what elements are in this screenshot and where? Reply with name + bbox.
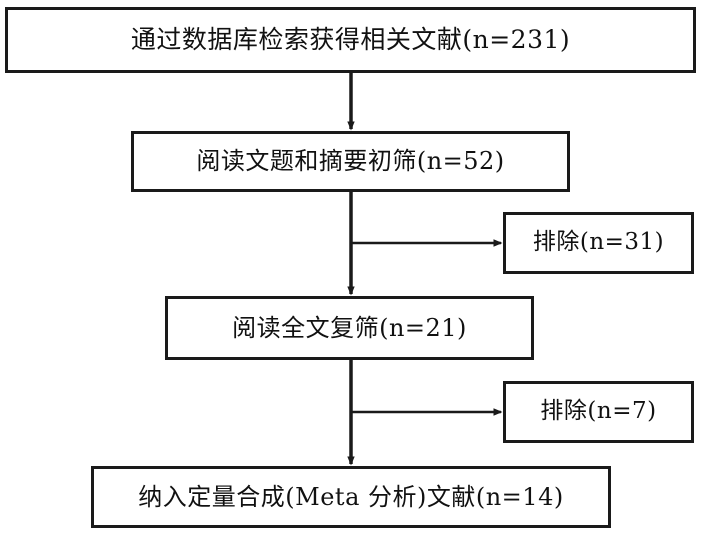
node-exclusion-second-round-label: 排除(n=7) [540, 398, 657, 425]
node-database-search-label: 通过数据库检索获得相关文献(n=231) [130, 25, 571, 55]
node-exclusion-first-round-label: 排除(n=31) [532, 229, 665, 256]
node-included-meta-analysis: 纳入定量合成(Meta 分析)文献(n=14) [91, 466, 611, 528]
node-exclusion-first-round: 排除(n=31) [503, 212, 694, 274]
node-database-search: 通过数据库检索获得相关文献(n=231) [5, 7, 696, 73]
node-fulltext-screening: 阅读全文复筛(n=21) [165, 296, 534, 360]
node-exclusion-second-round: 排除(n=7) [503, 381, 694, 443]
node-included-meta-analysis-label: 纳入定量合成(Meta 分析)文献(n=14) [138, 482, 564, 511]
node-title-abstract-screening: 阅读文题和摘要初筛(n=52) [131, 131, 570, 192]
node-title-abstract-screening-label: 阅读文题和摘要初筛(n=52) [196, 147, 505, 176]
node-fulltext-screening-label: 阅读全文复筛(n=21) [232, 313, 467, 342]
